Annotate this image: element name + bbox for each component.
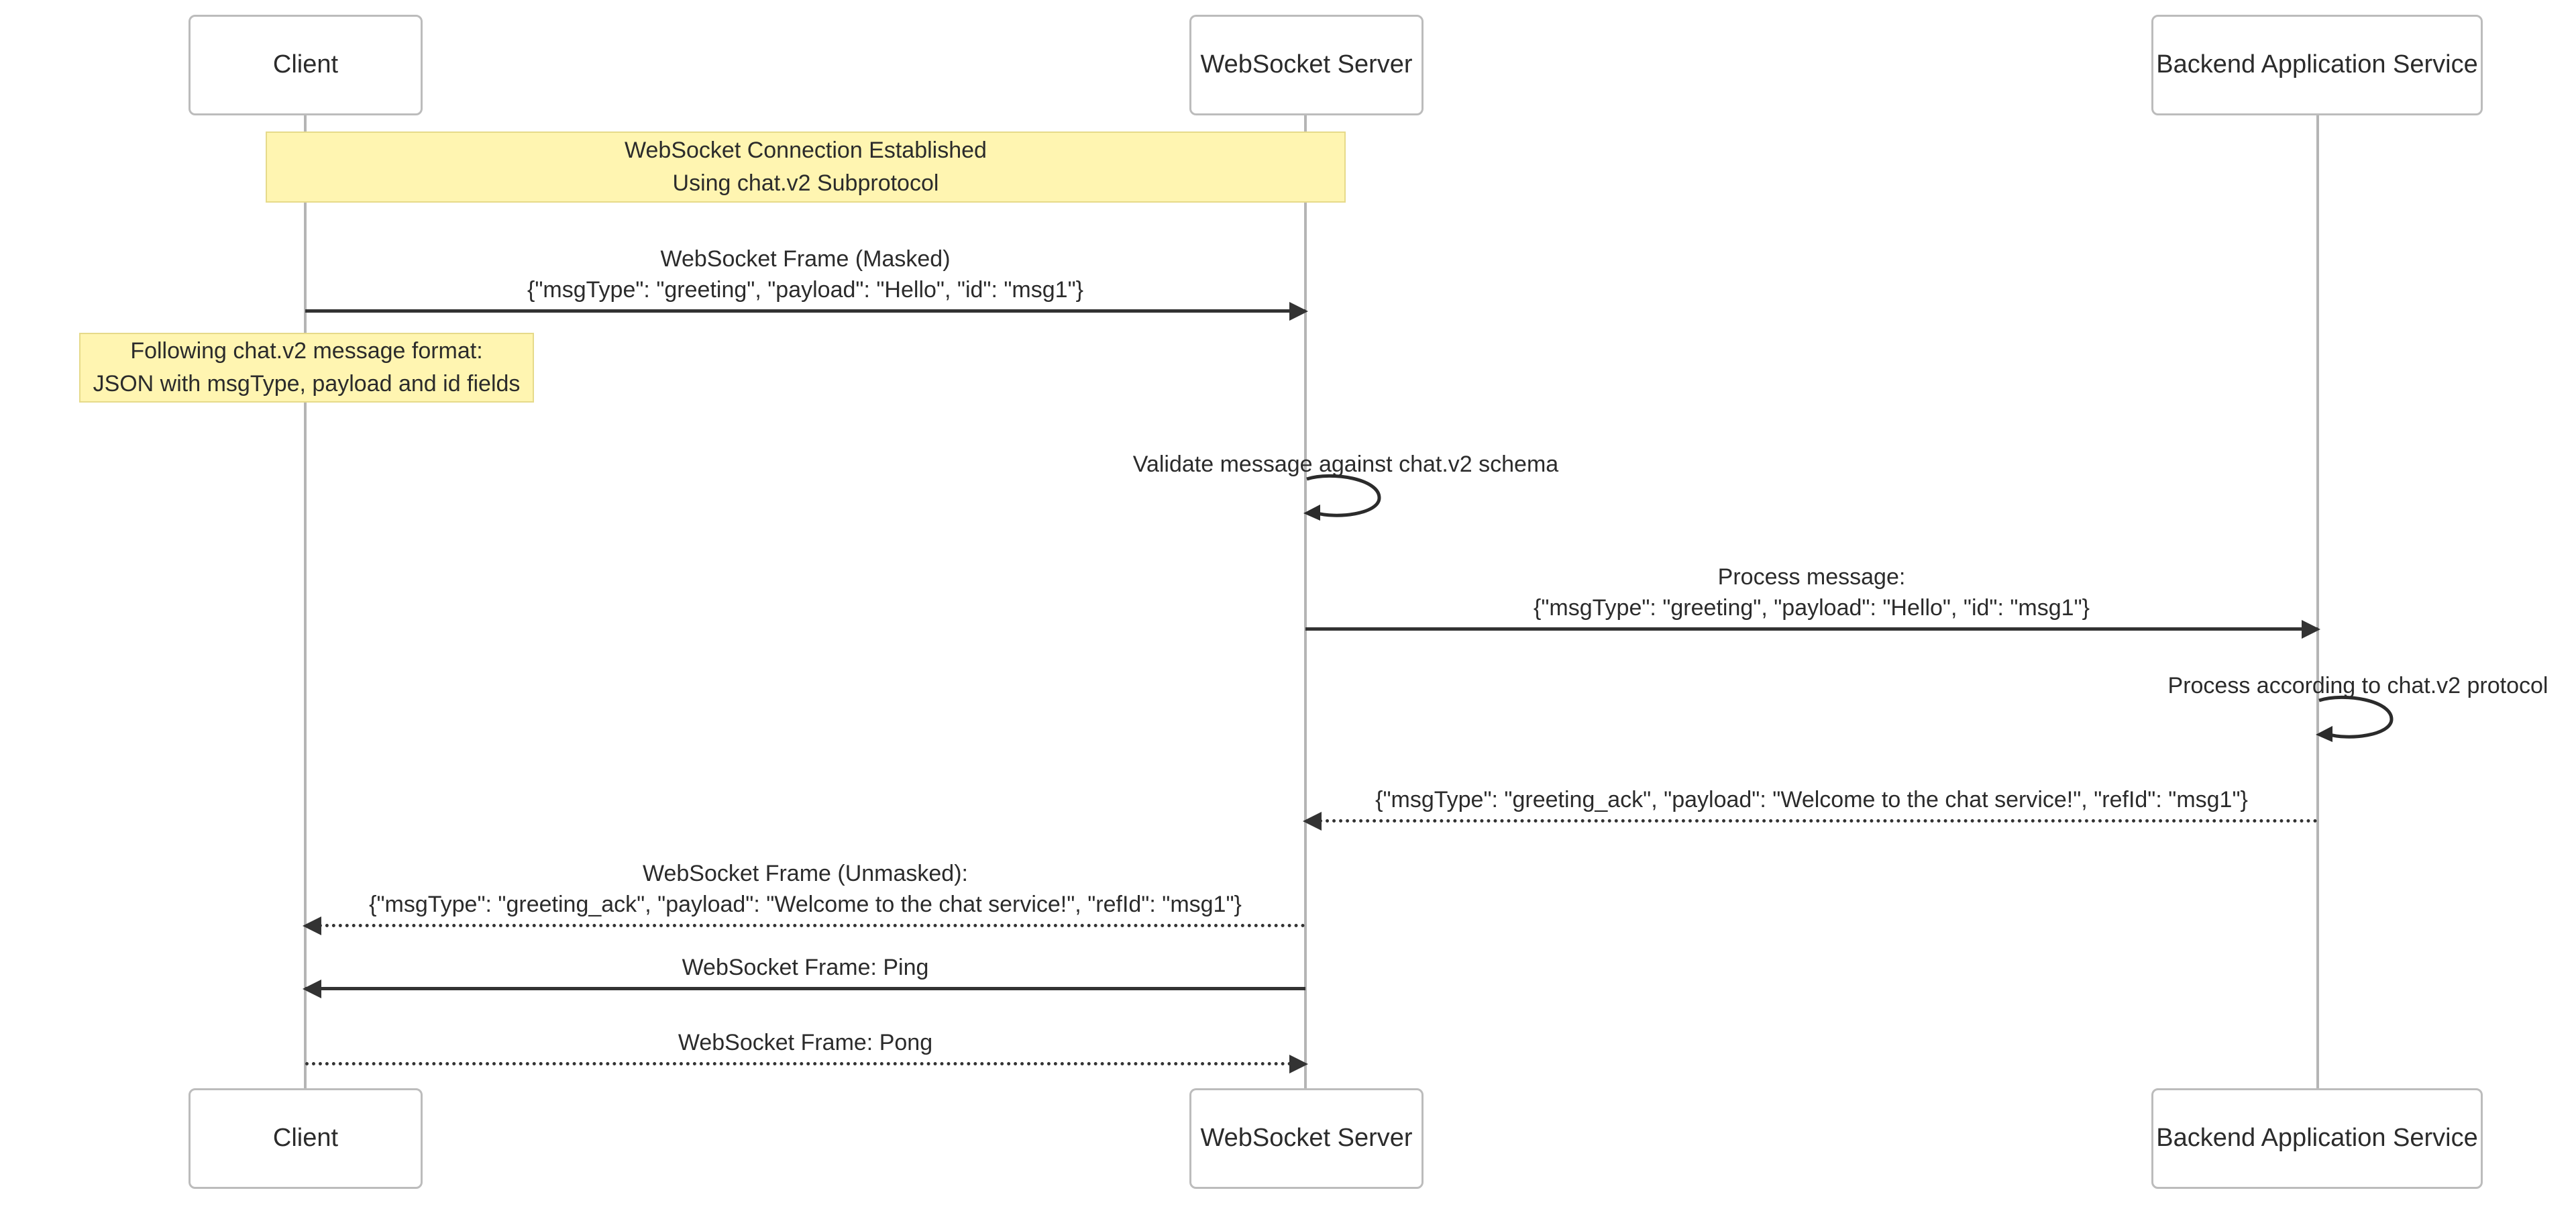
participant-label: WebSocket Server — [1200, 1124, 1413, 1153]
arrowhead-right-icon — [1289, 1055, 1308, 1073]
message-ping: WebSocket Frame: Ping — [303, 939, 1305, 998]
note-text: Following chat.v2 message format: JSON w… — [93, 335, 521, 401]
lifeline-server — [1304, 115, 1307, 1088]
message-label: WebSocket Frame: Pong — [678, 1028, 932, 1059]
note-message-format: Following chat.v2 message format: JSON w… — [79, 333, 534, 403]
participant-label: WebSocket Server — [1200, 50, 1413, 79]
message-arrow-line — [305, 987, 1305, 990]
note-text: WebSocket Connection Established Using c… — [625, 134, 987, 201]
note-connection-established: WebSocket Connection Established Using c… — [266, 132, 1346, 203]
message-arrow-line — [305, 1062, 1305, 1065]
arrowhead-right-icon — [2302, 620, 2320, 639]
note-line: Following chat.v2 message format: — [130, 337, 483, 364]
message-arrow-line — [1305, 819, 2318, 823]
message-arrow-line — [1305, 627, 2318, 631]
participant-server-bottom[interactable]: WebSocket Server — [1189, 1088, 1424, 1189]
message-line: Process message: — [1717, 564, 1906, 590]
arrowhead-right-icon — [1289, 302, 1308, 321]
message-frame-unmasked: WebSocket Frame (Unmasked): {"msgType": … — [303, 847, 1305, 935]
note-line: WebSocket Connection Established — [625, 137, 987, 163]
message-process-protocol-self: Process according to chat.v2 protocol — [2168, 663, 2548, 743]
participant-label: Backend Application Service — [2156, 50, 2478, 79]
message-greeting-ack-backend: {"msgType": "greeting_ack", "payload": "… — [1303, 769, 2318, 831]
lifeline-client — [304, 115, 307, 1088]
message-label: Process according to chat.v2 protocol — [2167, 673, 2548, 699]
participant-label: Client — [272, 1124, 339, 1153]
message-line: WebSocket Frame: Ping — [682, 955, 929, 981]
message-arrow-line — [305, 309, 1305, 313]
participant-backend-bottom[interactable]: Backend Application Service — [2151, 1088, 2483, 1189]
participant-label: Client — [272, 50, 339, 79]
message-line: {"msgType": "greeting", "payload": "Hell… — [1534, 595, 2090, 621]
message-frame-masked: WebSocket Frame (Masked) {"msgType": "gr… — [305, 232, 1308, 321]
message-label: WebSocket Frame: Ping — [682, 953, 929, 984]
message-line: WebSocket Frame: Pong — [678, 1030, 933, 1056]
message-line: WebSocket Frame (Unmasked): — [643, 861, 968, 887]
message-line: {"msgType": "greeting_ack", "payload": "… — [1375, 787, 2248, 813]
self-loop-arrow-icon — [1303, 474, 1381, 521]
message-line: {"msgType": "greeting_ack", "payload": "… — [369, 892, 1242, 918]
message-validate-self: Validate message against chat.v2 schema — [1133, 441, 1558, 522]
message-pong: WebSocket Frame: Pong — [305, 1014, 1308, 1073]
message-label: Process message: {"msgType": "greeting",… — [1534, 562, 2090, 624]
note-line: Using chat.v2 Subprotocol — [672, 170, 939, 196]
participant-server-top[interactable]: WebSocket Server — [1189, 15, 1424, 115]
arrowhead-left-icon — [1303, 812, 1322, 831]
message-line: WebSocket Frame (Masked) — [660, 246, 951, 272]
participant-client-top[interactable]: Client — [189, 15, 423, 115]
arrowhead-left-icon — [303, 980, 321, 998]
message-arrow-line — [305, 924, 1305, 927]
message-label: Validate message against chat.v2 schema — [1132, 452, 1559, 478]
arrowhead-left-icon — [303, 916, 321, 935]
message-label: {"msgType": "greeting_ack", "payload": "… — [1375, 785, 2248, 816]
message-line: {"msgType": "greeting", "payload": "Hell… — [527, 277, 1083, 303]
participant-backend-top[interactable]: Backend Application Service — [2151, 15, 2483, 115]
message-process: Process message: {"msgType": "greeting",… — [1305, 550, 2320, 639]
participant-client-bottom[interactable]: Client — [189, 1088, 423, 1189]
message-label: WebSocket Frame (Masked) {"msgType": "gr… — [527, 244, 1083, 306]
lifeline-backend — [2316, 115, 2319, 1088]
participant-label: Backend Application Service — [2156, 1124, 2478, 1153]
message-label: WebSocket Frame (Unmasked): {"msgType": … — [369, 859, 1242, 921]
note-line: JSON with msgType, payload and id fields — [93, 371, 521, 397]
self-loop-arrow-icon — [2316, 695, 2394, 742]
